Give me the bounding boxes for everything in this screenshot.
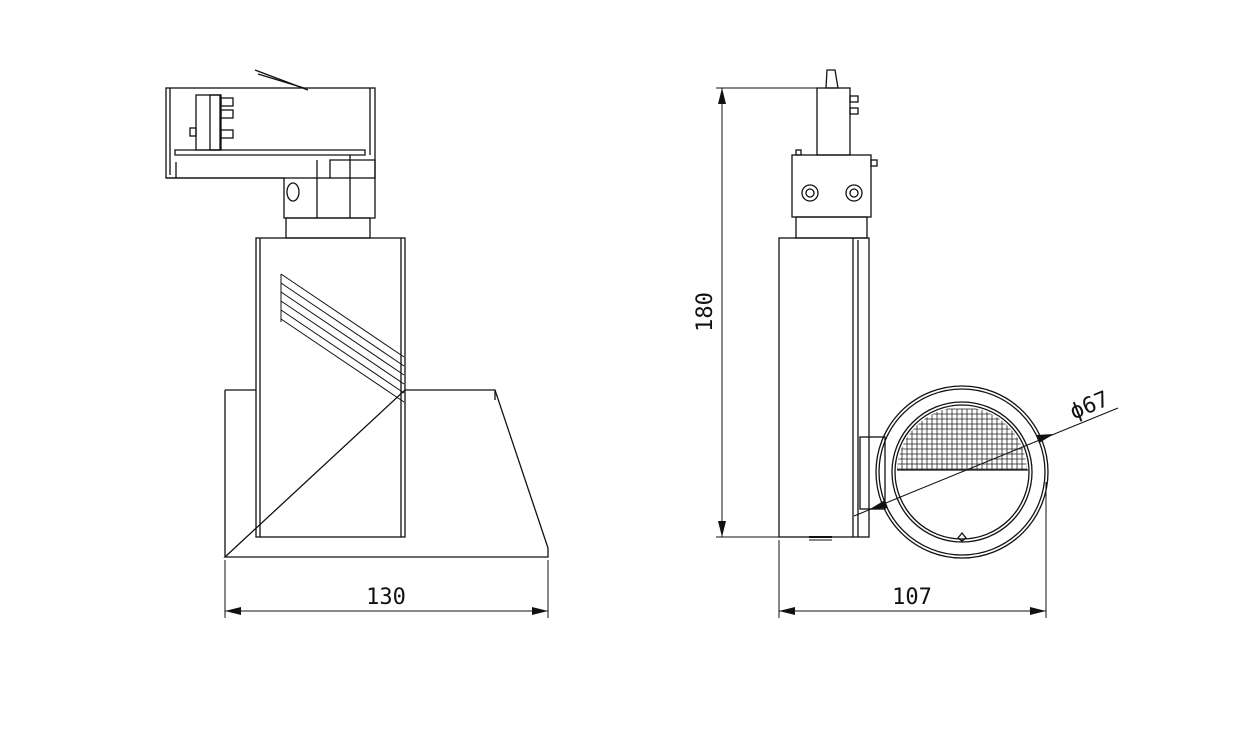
dimension-front-width: 130 xyxy=(224,560,549,618)
side-connector xyxy=(791,69,878,239)
lens-head-side xyxy=(875,385,1049,559)
height-label: 180 xyxy=(693,292,718,332)
lens-mount xyxy=(859,436,886,510)
housing-front xyxy=(255,237,406,538)
side-width-label: 107 xyxy=(892,585,932,610)
side-view xyxy=(778,69,1049,559)
track-adapter xyxy=(165,69,376,179)
grille-lines xyxy=(897,408,1027,470)
bracket xyxy=(283,155,376,239)
lens-head-front xyxy=(223,389,549,558)
dimension-height: 180 xyxy=(693,87,818,538)
dimension-side-width: 107 xyxy=(778,482,1047,618)
honeycomb-grille xyxy=(897,408,1027,470)
front-width-label: 130 xyxy=(366,585,406,610)
diameter-label: ϕ67 xyxy=(1066,387,1112,425)
front-view xyxy=(165,69,549,558)
housing-side xyxy=(778,237,870,541)
